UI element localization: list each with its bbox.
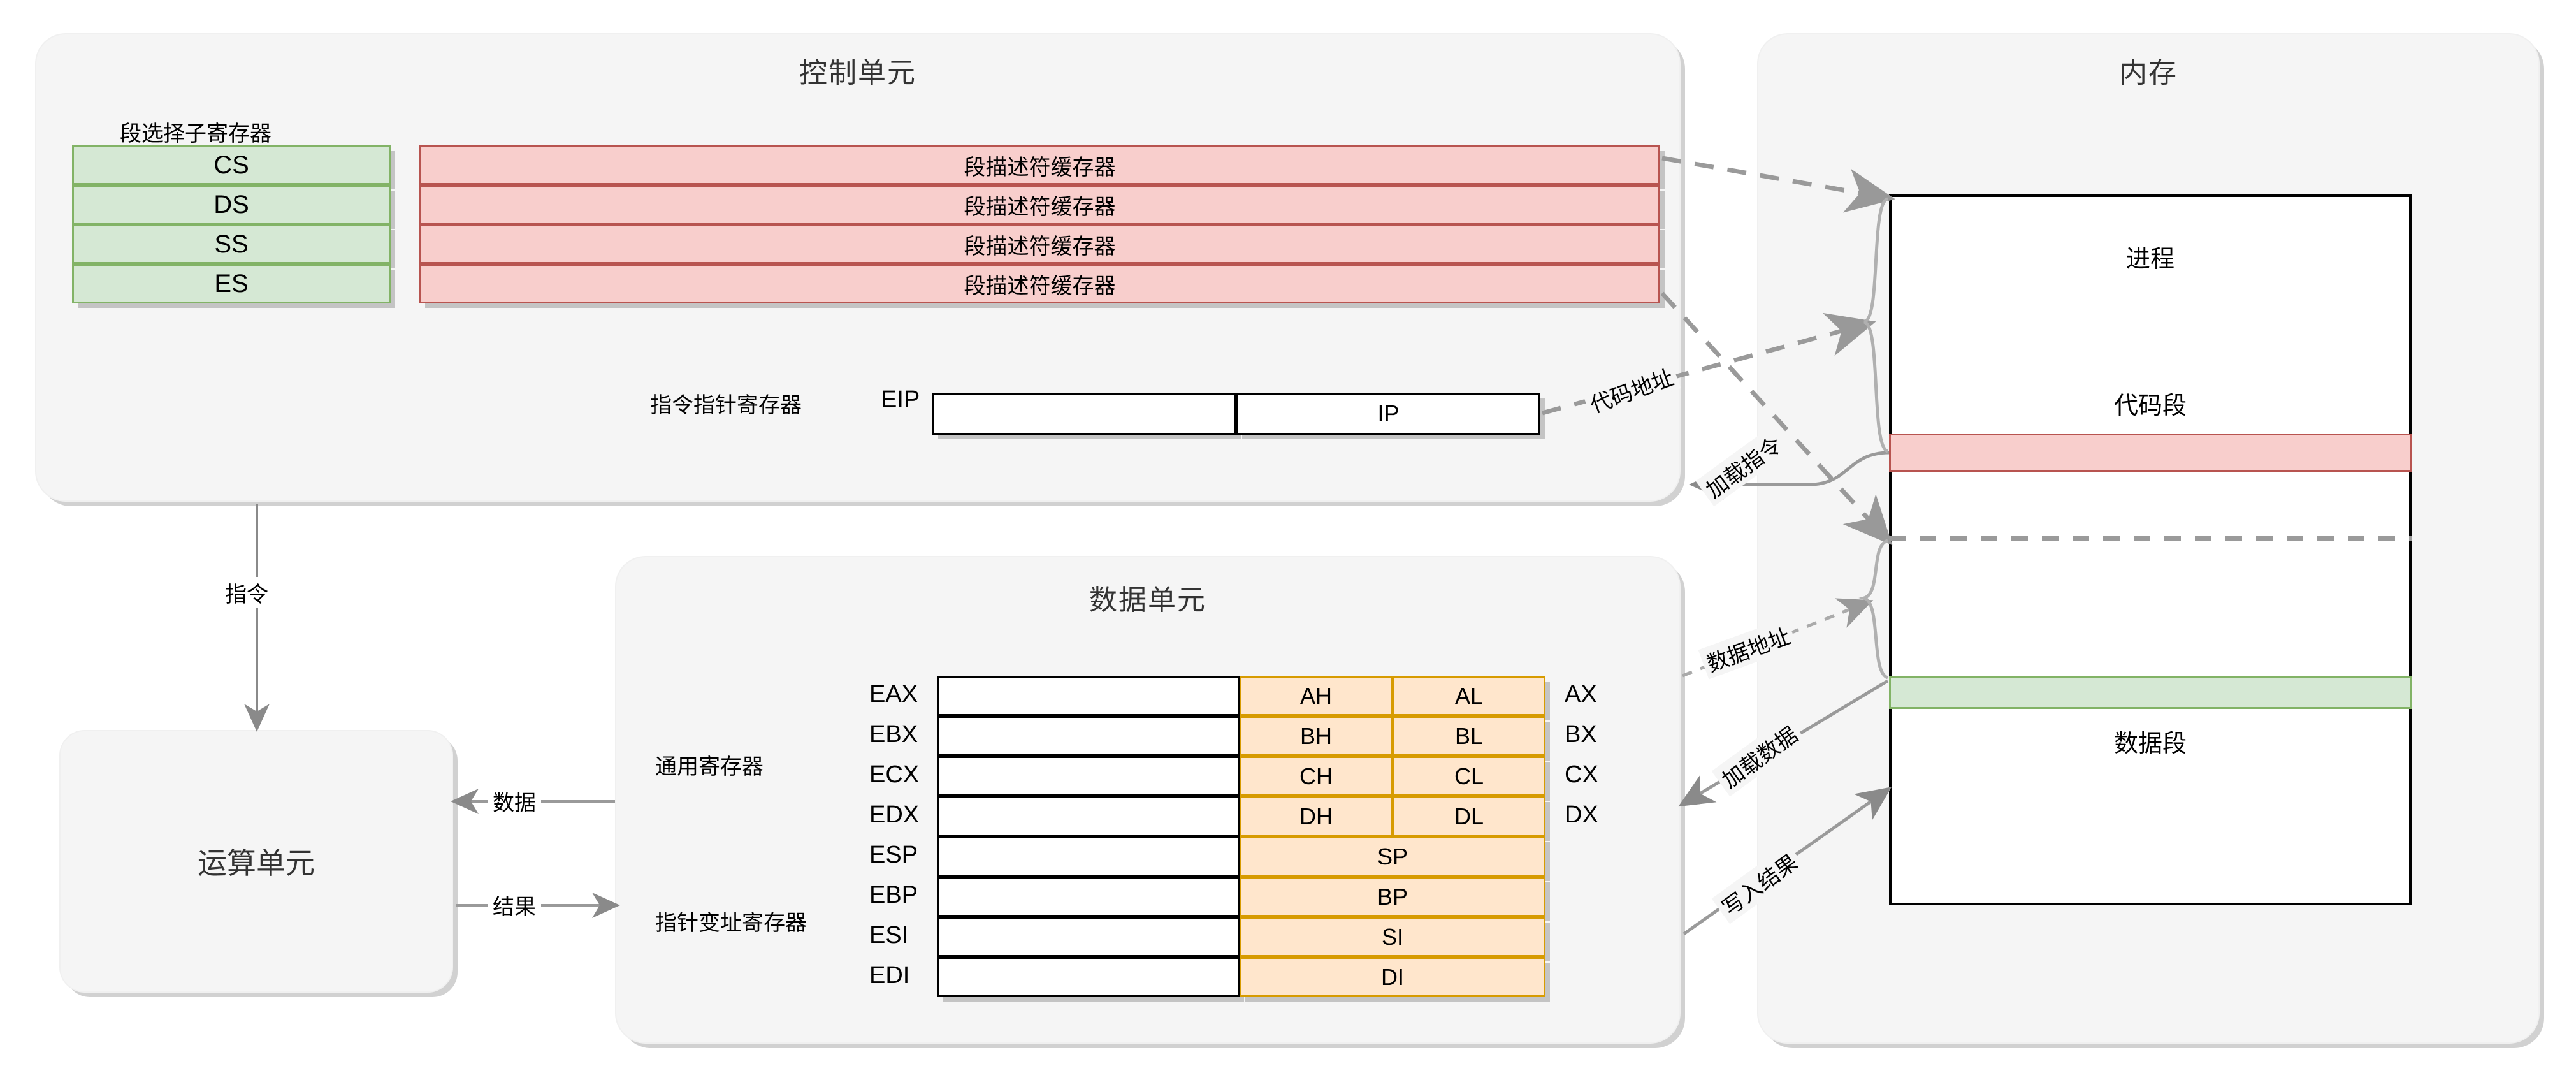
register-si[interactable]: SI (1240, 917, 1545, 957)
descriptor-cache-row-2[interactable]: 段描述符缓存器 (419, 185, 1660, 224)
register-dl[interactable]: DL (1393, 796, 1545, 836)
pointer-registers-label: 指针变址寄存器 (655, 911, 807, 935)
register-ch[interactable]: CH (1240, 756, 1393, 796)
register-sp[interactable]: SP (1240, 836, 1545, 877)
segment-selector-ds-label: DS (213, 190, 249, 219)
descriptor-cache-row-4-label: 段描述符缓存器 (964, 274, 1116, 298)
register-di[interactable]: DI (1240, 957, 1545, 997)
segment-selector-ss[interactable]: SS (72, 224, 391, 264)
data-segment-label: 数据段 (2113, 731, 2187, 757)
register-dh-label: DH (1299, 803, 1333, 829)
register-name-ebp: EBP (869, 882, 918, 908)
register-ah-label: AH (1299, 682, 1332, 709)
edge-label-result: 结果 (488, 889, 541, 921)
register-name-edx: EDX (869, 801, 920, 828)
register-si-label: SI (1381, 923, 1403, 950)
register-di-label: DI (1381, 963, 1404, 990)
segment-selector-ds[interactable]: DS (72, 185, 391, 224)
register-bh[interactable]: BH (1240, 716, 1393, 756)
descriptor-cache-row-1[interactable]: 段描述符缓存器 (419, 145, 1660, 185)
descriptor-cache-row-3[interactable]: 段描述符缓存器 (419, 224, 1660, 264)
data-highlight-band[interactable] (1889, 676, 2412, 709)
register-ch-label: CH (1299, 762, 1333, 789)
memory-title: 内存 (2119, 57, 2178, 89)
register-dl-label: DL (1454, 803, 1484, 829)
register-name-esi: ESI (869, 922, 909, 949)
alu-panel (59, 730, 453, 993)
register-word-ax: AX (1565, 681, 1597, 708)
register-ah[interactable]: AH (1240, 676, 1393, 716)
process-label: 进程 (2125, 246, 2174, 273)
alu-title: 运算单元 (59, 730, 453, 993)
register-bp[interactable]: BP (1240, 877, 1545, 917)
segment-selector-cs[interactable]: CS (72, 145, 391, 185)
register-bp-label: BP (1377, 883, 1408, 910)
register-high-ebx[interactable] (937, 716, 1240, 756)
edge-label-data: 数据 (488, 785, 541, 817)
register-al[interactable]: AL (1393, 676, 1545, 716)
general-registers-label: 通用寄存器 (655, 755, 763, 779)
register-word-cx: CX (1565, 761, 1598, 788)
ip-label: IP (1377, 400, 1400, 427)
register-high-edx[interactable] (937, 796, 1240, 836)
register-dh[interactable]: DH (1240, 796, 1393, 836)
register-word-dx: DX (1565, 801, 1598, 828)
descriptor-cache-row-4[interactable]: 段描述符缓存器 (419, 264, 1660, 303)
register-name-edi: EDI (869, 962, 910, 989)
register-name-ebx: EBX (869, 721, 918, 748)
code-segment-label: 代码段 (2113, 393, 2187, 419)
register-al-label: AL (1454, 682, 1484, 709)
segment-selector-label: 段选择子寄存器 (120, 122, 271, 146)
register-sp-label: SP (1377, 843, 1408, 870)
register-name-ecx: ECX (869, 761, 920, 788)
register-word-bx: BX (1565, 721, 1597, 748)
register-bl-label: BL (1454, 722, 1484, 749)
descriptor-cache-row-2-label: 段描述符缓存器 (964, 194, 1116, 219)
register-cl-label: CL (1454, 762, 1484, 789)
edge-label-instruction: 指令 (220, 577, 273, 608)
data-unit-title: 数据单元 (1089, 585, 1206, 616)
instruction-pointer-label: 指令指针寄存器 (650, 393, 802, 418)
process-box (1889, 194, 2412, 905)
register-high-esp[interactable] (937, 836, 1240, 877)
control-unit-title: 控制单元 (799, 57, 916, 89)
eip-ip-half[interactable]: IP (1236, 393, 1540, 435)
segment-selector-ss-label: SS (214, 230, 249, 258)
register-name-eax: EAX (869, 681, 918, 708)
register-high-esi[interactable] (937, 917, 1240, 957)
segment-selector-es-label: ES (214, 269, 249, 298)
register-name-esp: ESP (869, 842, 918, 868)
eip-register-name: EIP (881, 386, 920, 413)
register-high-edi[interactable] (937, 957, 1240, 997)
register-high-eax[interactable] (937, 676, 1240, 716)
eip-high-half[interactable] (932, 393, 1236, 435)
register-high-ebp[interactable] (937, 877, 1240, 917)
register-bl[interactable]: BL (1393, 716, 1545, 756)
code-highlight-band[interactable] (1889, 434, 2412, 472)
segment-selector-es[interactable]: ES (72, 264, 391, 303)
segment-selector-cs-label: CS (213, 150, 249, 179)
descriptor-cache-row-3-label: 段描述符缓存器 (964, 234, 1116, 259)
descriptor-cache-row-1-label: 段描述符缓存器 (964, 155, 1116, 180)
register-high-ecx[interactable] (937, 756, 1240, 796)
alu-title-label: 运算单元 (198, 847, 315, 880)
register-cl[interactable]: CL (1393, 756, 1545, 796)
register-bh-label: BH (1299, 722, 1332, 749)
